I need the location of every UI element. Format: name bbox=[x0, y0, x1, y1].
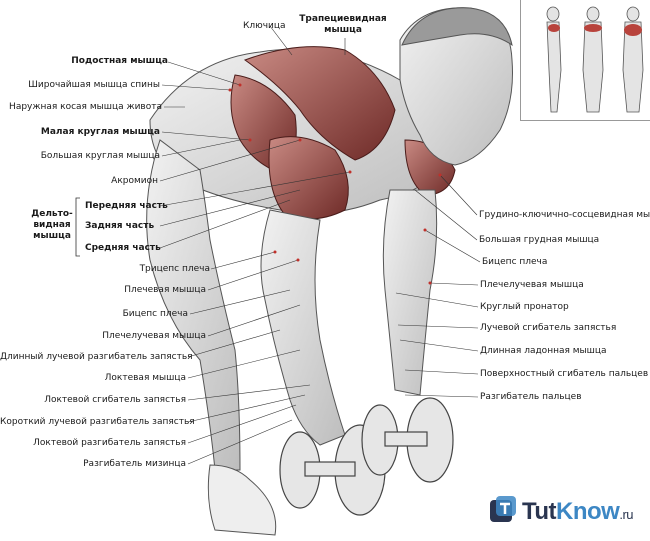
label-plecheluchevaya-left: Плечелучевая мышца bbox=[102, 331, 206, 341]
logo-icon bbox=[490, 496, 516, 522]
label-loktevoy-sgibatel: Локтевой сгибатель запястья bbox=[44, 395, 186, 405]
logo-domain: .ru bbox=[619, 507, 634, 522]
label-poverhnostnyy: Поверхностный сгибатель пальцев bbox=[480, 369, 649, 379]
label-dlinnaya-ladonnaya: Длинная ладонная мышца bbox=[480, 346, 607, 356]
label-razgibatel-mizintsa: Разгибатель мизинца bbox=[83, 459, 186, 469]
label-akromion: Акромион bbox=[111, 176, 158, 186]
tutknow-logo[interactable]: TutKnow.ru bbox=[488, 494, 638, 530]
right-arm-shape bbox=[382, 189, 438, 396]
hair-shape bbox=[401, 7, 513, 47]
label-luchevoy-sgibatel: Лучевой сгибатель запястья bbox=[480, 323, 617, 333]
leader-lines bbox=[159, 25, 481, 465]
thumbnail-figures bbox=[520, 0, 650, 121]
label-loktevaya: Локтевая мышца bbox=[104, 373, 186, 383]
label-loktevoy-razgibatel: Локтевой разгибатель запястья bbox=[33, 438, 186, 448]
label-triceps: Трицепс плеча bbox=[139, 264, 210, 274]
label-podostnaya: Подостная мышца bbox=[71, 56, 168, 66]
left-arm-shape bbox=[260, 209, 346, 446]
label-points bbox=[228, 83, 442, 285]
label-korotkiy-luchevoy: Короткий лучевой разгибатель запястья bbox=[0, 417, 195, 427]
right-dumbbell bbox=[361, 397, 454, 483]
thumbnail-figures-art bbox=[546, 6, 644, 113]
label-klyuchitsa: Ключица bbox=[243, 21, 286, 31]
label-bolshaya-grudnaya: Большая грудная мышца bbox=[479, 235, 600, 245]
label-pronator: Круглый пронатор bbox=[480, 302, 569, 312]
label-srednyaya: Средняя часть bbox=[85, 243, 161, 253]
label-dlinnyy-luchevoy: Длинный лучевой разгибатель запястья bbox=[0, 352, 193, 362]
label-biceps-left: Бицепс плеча bbox=[122, 309, 188, 319]
label-naruzhnaya-kosaya: Наружная косая мышца живота bbox=[9, 102, 162, 112]
label-grudino: Грудино-ключично-сосцевидная мышца bbox=[479, 210, 650, 220]
label-bolshaya-kruglaya: Большая круглая мышца bbox=[40, 151, 160, 161]
label-plechevaya: Плечевая мышца bbox=[124, 285, 206, 295]
label-perednyaya: Передняя часть bbox=[85, 201, 168, 211]
label-malaya-kruglaya: Малая круглая мышца bbox=[40, 127, 160, 137]
label-trapeciya: Трапециевидная мышца bbox=[299, 14, 387, 35]
logo-text: TutKnow.ru bbox=[522, 498, 634, 526]
logo-part1: Tut bbox=[522, 498, 557, 525]
label-shirochayshaya: Широчайшая мышца спины bbox=[28, 80, 160, 90]
label-deltovidnaya: Дельто- видная мышца bbox=[31, 209, 73, 241]
label-zadnyaya: Задняя часть bbox=[85, 221, 155, 231]
deltoid-bracket bbox=[75, 197, 80, 257]
label-plecheluchevaya-right: Плечелучевая мышца bbox=[480, 280, 584, 290]
logo-part2: Know bbox=[556, 498, 620, 525]
label-biceps-right: Бицепс плеча bbox=[482, 257, 548, 267]
trapezius-shape bbox=[243, 46, 396, 161]
shoe-shape bbox=[207, 464, 277, 536]
label-razgibatel-paltsev: Разгибатель пальцев bbox=[480, 392, 582, 402]
